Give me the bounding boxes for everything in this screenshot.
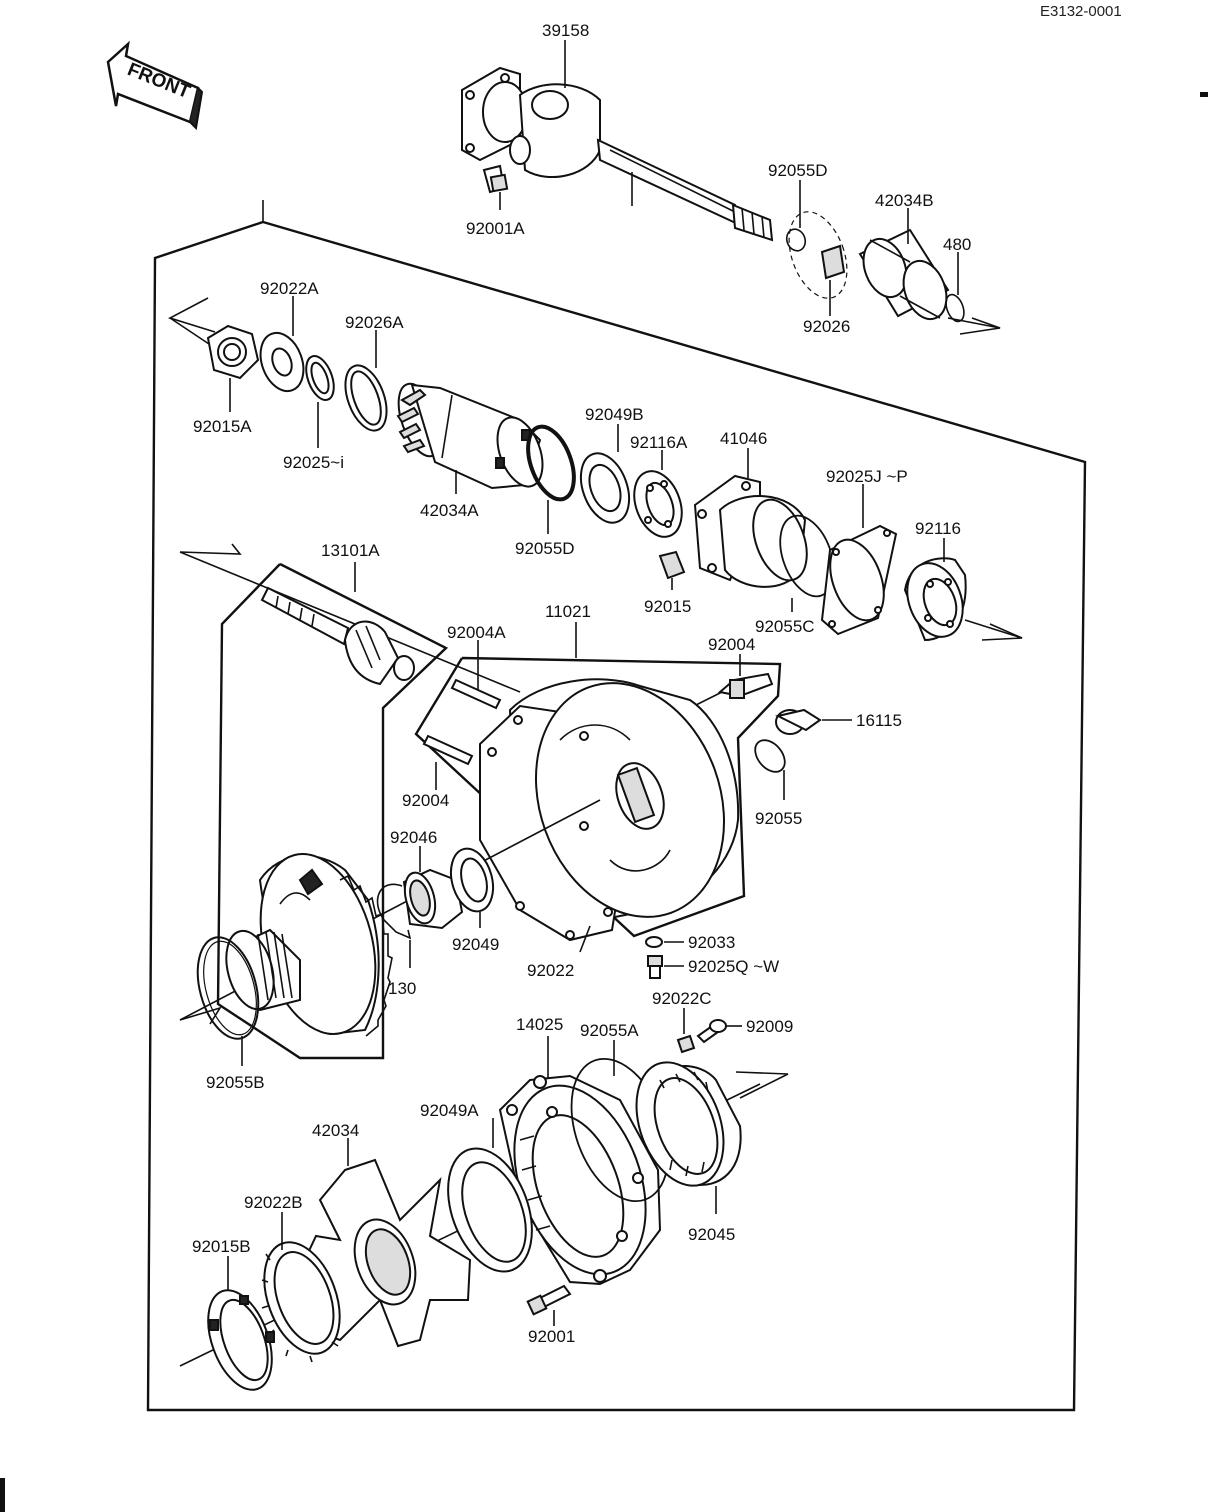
assembly-13101-outline (146, 220, 1087, 1412)
final-gear-case-11021 (479, 678, 740, 942)
pinion-gear-13101a (260, 586, 415, 686)
label-92045: 92045 (688, 1225, 735, 1244)
nut-92015a (206, 324, 260, 380)
label-92004-left: 92004 (402, 791, 449, 810)
label-92001: 92001 (528, 1327, 575, 1346)
label-92009: 92009 (746, 1017, 793, 1036)
lock-washer-92022b (261, 1241, 341, 1363)
label-92049: 92049 (452, 935, 499, 954)
ring-gear (225, 853, 393, 1037)
label-92033: 130 (388, 979, 416, 998)
label-130: 92025Q ~W (688, 957, 779, 976)
label-92049a: 92049A (420, 1101, 479, 1120)
edge-mark-left (0, 1478, 5, 1512)
label-92004a: 92004A (447, 623, 506, 642)
ring-nut-92015b (207, 1289, 275, 1391)
label-92026a: 92026A (345, 313, 404, 332)
label-13101a: 13101A (321, 541, 380, 560)
oring-92055d (526, 424, 576, 502)
label-92004-right: 92004 (708, 635, 755, 654)
assembly-13101a-outline (216, 562, 449, 1060)
bearing-92046 (402, 868, 464, 930)
drive-shaft-39158 (461, 66, 774, 242)
assembly-11021-outline (414, 656, 782, 938)
shim-92025i (305, 355, 335, 401)
cap-16115 (775, 708, 822, 735)
seal-92049a (447, 1147, 533, 1273)
label-92015b: 92015B (192, 1237, 251, 1256)
bearing-92116a (633, 470, 683, 538)
label-92025qw: 92022 (527, 961, 574, 980)
label-480: 480 (943, 235, 971, 254)
label-92055d-top: 92055D (768, 161, 828, 180)
label-92022b: 92022B (244, 1193, 303, 1212)
label-16115: 16115 (856, 711, 902, 730)
label-39158: 39158 (542, 21, 589, 40)
label-42034: 42034 (312, 1121, 359, 1140)
label-11021: 11021 (545, 602, 591, 621)
diagram-code: E3132-0001 (1040, 3, 1122, 20)
bearing-92045 (635, 1061, 742, 1187)
bolt-92001 (526, 1284, 572, 1316)
label-92046: 92046 (390, 828, 437, 847)
screw-92009 (696, 1019, 727, 1044)
label-92001a: 92001A (466, 219, 525, 238)
label-92116a: 92116A (630, 433, 688, 452)
label-92015a: 92015A (193, 417, 252, 436)
oring-92055 (754, 739, 786, 773)
damper-hub-42034 (298, 1158, 472, 1348)
label-92026: 92026 (803, 317, 850, 336)
label-92055a: 92055A (580, 1021, 639, 1040)
bolt-92001a (482, 164, 509, 194)
label-92022c: 92022C (652, 989, 712, 1008)
stud-92004-left (422, 734, 474, 766)
label-92055d-mid: 92055D (515, 539, 575, 558)
seal-92049b (579, 452, 631, 524)
label-92022: 92033 (688, 933, 735, 952)
clip-92033 (376, 883, 412, 940)
bolt-130 (647, 955, 663, 979)
sleeve-42034b (858, 228, 950, 321)
label-92116: 92116 (915, 519, 961, 538)
label-92022a: 92022A (260, 279, 319, 298)
washer-92022 (645, 936, 663, 948)
label-92025jp: 92025J ~P (826, 467, 908, 486)
label-42034b: 42034B (875, 191, 934, 210)
carrier-housing-14025 (498, 1074, 662, 1286)
stud-92004a (450, 678, 502, 710)
label-92025i: 92025~i (283, 453, 344, 472)
gasket-92025jp (820, 524, 898, 636)
stud-92004-right (717, 672, 774, 699)
circlip-92055d (785, 228, 807, 252)
label-92055b: 92055B (206, 1073, 265, 1092)
front-arrow-icon: FRONT (106, 40, 204, 131)
washer-92022c (676, 1034, 696, 1054)
washer-92022a (259, 331, 305, 393)
edge-mark (1200, 92, 1208, 97)
nut-92015 (658, 550, 686, 580)
label-42034a: 42034A (420, 501, 479, 520)
coupling-42034a (396, 382, 544, 490)
circlip-480 (945, 293, 965, 323)
housing-41046 (693, 474, 808, 588)
label-14025: 14025 (516, 1015, 563, 1034)
bearing-92116 (903, 557, 967, 642)
label-92015: 92015 (644, 597, 691, 616)
label-41046: 41046 (720, 429, 767, 448)
seal-92049 (449, 847, 495, 913)
label-92055: 92055 (755, 809, 802, 828)
washer-92026 (820, 244, 846, 280)
label-92055c: 92055C (755, 617, 815, 636)
seal-92026a (344, 364, 388, 432)
label-92049b: 92049B (585, 405, 644, 424)
oring-92055c (779, 514, 835, 598)
